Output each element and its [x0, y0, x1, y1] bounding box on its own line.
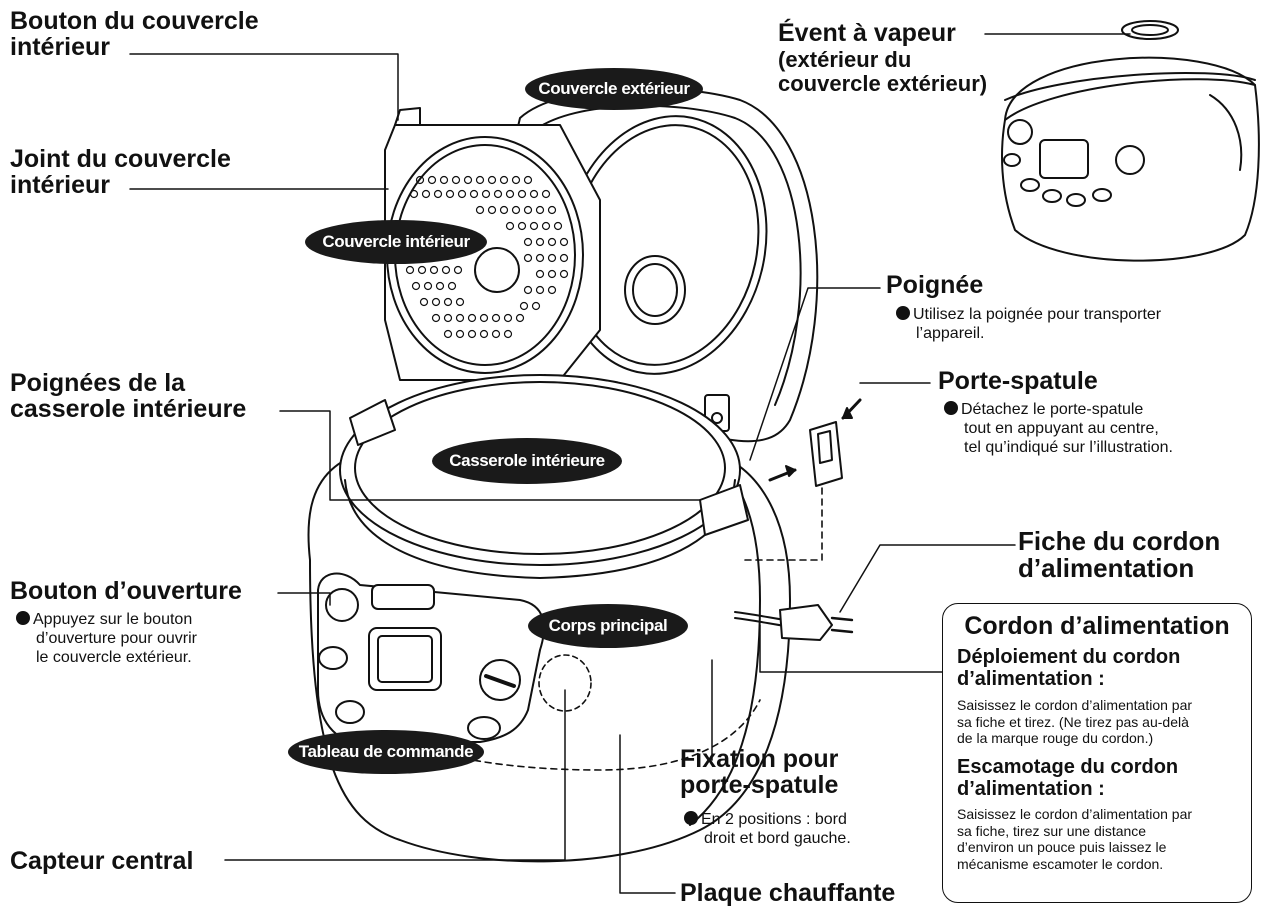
badge-main-body: Corps principal	[528, 604, 688, 648]
label-steam-vent: Évent à vapeur (extérieur du couvercle e…	[778, 20, 987, 96]
badge-inner-pan: Casserole intérieure	[432, 438, 622, 484]
label-heating-plate: Plaque chauffante	[680, 880, 895, 906]
bullet-icon	[684, 811, 698, 825]
power-cord-retract-text-line4: mécanisme escamoter le cordon.	[957, 856, 1243, 873]
power-cord-retract-heading-line2: d’alimentation :	[957, 778, 1178, 800]
note-spatula-holder-attachment-text1: En 2 positions : bord	[701, 811, 847, 828]
label-open-button: Bouton d’ouverture	[10, 578, 242, 604]
note-spatula-holder-attachment: En 2 positions : bord droit et bord gauc…	[684, 810, 851, 848]
note-spatula-holder-line3: tel qu’indiqué sur l’illustration.	[944, 438, 1254, 457]
note-spatula-holder-text1: Détachez le porte-spatule	[961, 401, 1143, 418]
note-handle-line1: Utilisez la poignée pour transporter	[896, 305, 1161, 324]
note-handle-text1: Utilisez la poignée pour transporter	[913, 306, 1161, 323]
label-spatula-holder-attachment-line1: Fixation pour	[680, 746, 838, 772]
note-open-button-text1: Appuyez sur le bouton	[33, 611, 192, 628]
label-center-sensor: Capteur central	[10, 848, 193, 874]
label-inner-pan-handles: Poignées de la casserole intérieure	[10, 370, 246, 423]
note-spatula-holder-attachment-line2: droit et bord gauche.	[684, 829, 851, 848]
power-cord-extend-text-line1: Saisissez le cordon d’alimentation par	[957, 697, 1243, 714]
label-steam-vent-line3: couvercle extérieur)	[778, 72, 987, 96]
bullet-icon	[944, 401, 958, 415]
power-cord-extend-text-line3: de la marque rouge du cordon.)	[957, 730, 1243, 747]
bullet-icon	[896, 306, 910, 320]
power-cord-retract-text-line1: Saisissez le cordon d’alimentation par	[957, 806, 1243, 823]
label-spatula-holder-attachment: Fixation pour porte-spatule	[680, 746, 838, 799]
bullet-icon	[16, 611, 30, 625]
label-inner-lid-gasket-line2: intérieur	[10, 172, 231, 198]
power-cord-retract-text: Saisissez le cordon d’alimentation par s…	[957, 806, 1243, 872]
label-spatula-holder-attachment-line2: porte-spatule	[680, 772, 838, 798]
small-cooker-drawing	[1002, 21, 1259, 261]
label-spatula-holder: Porte-spatule	[938, 368, 1098, 394]
label-inner-pan-handles-line1: Poignées de la	[10, 370, 246, 396]
power-cord-retract-text-line2: sa fiche, tirez sur une distance	[957, 823, 1243, 840]
power-cord-extend-text: Saisissez le cordon d’alimentation par s…	[957, 697, 1243, 747]
label-steam-vent-line1: Évent à vapeur	[778, 20, 987, 48]
badge-control-panel: Tableau de commande	[288, 730, 484, 774]
note-spatula-holder: Détachez le porte-spatule tout en appuya…	[944, 400, 1254, 458]
power-cord-extend-heading-line1: Déploiement du cordon	[957, 646, 1180, 668]
label-power-plug-line2: d’alimentation	[1018, 555, 1220, 582]
label-power-plug: Fiche du cordon d’alimentation	[1018, 528, 1220, 583]
power-cord-extend-text-line2: sa fiche et tirez. (Ne tirez pas au-delà	[957, 714, 1243, 731]
note-open-button-line2: d’ouverture pour ouvrir	[16, 629, 281, 648]
label-inner-pan-handles-line2: casserole intérieure	[10, 396, 246, 422]
badge-outer-lid: Couvercle extérieur	[525, 68, 703, 110]
label-steam-vent-line2: (extérieur du	[778, 48, 987, 72]
label-power-plug-line1: Fiche du cordon	[1018, 528, 1220, 555]
note-handle: Utilisez la poignée pour transporter l’a…	[896, 305, 1161, 343]
label-inner-lid-button: Bouton du couvercle intérieur	[10, 8, 259, 61]
label-inner-lid-gasket-line1: Joint du couvercle	[10, 146, 231, 172]
power-cord-extend-heading: Déploiement du cordon d’alimentation :	[957, 646, 1180, 690]
power-cord-extend-heading-line2: d’alimentation :	[957, 668, 1180, 690]
label-inner-lid-gasket: Joint du couvercle intérieur	[10, 146, 231, 199]
badge-inner-lid: Couvercle intérieur	[305, 220, 487, 264]
note-spatula-holder-attachment-line1: En 2 positions : bord	[684, 810, 851, 829]
power-cord-retract-heading: Escamotage du cordon d’alimentation :	[957, 756, 1178, 800]
power-cord-info-box: Cordon d’alimentation Déploiement du cor…	[942, 603, 1252, 903]
note-handle-line2: l’appareil.	[896, 324, 1161, 343]
power-cord-retract-heading-line1: Escamotage du cordon	[957, 756, 1178, 778]
note-open-button: Appuyez sur le bouton d’ouverture pour o…	[16, 610, 281, 668]
power-cord-retract-text-line3: d’environ un pouce puis laissez le	[957, 839, 1243, 856]
note-open-button-line1: Appuyez sur le bouton	[16, 610, 281, 629]
label-inner-lid-button-line1: Bouton du couvercle	[10, 8, 259, 34]
note-spatula-holder-line1: Détachez le porte-spatule	[944, 400, 1254, 419]
note-spatula-holder-line2: tout en appuyant au centre,	[944, 419, 1254, 438]
note-open-button-line3: le couvercle extérieur.	[16, 648, 281, 667]
label-inner-lid-button-line2: intérieur	[10, 34, 259, 60]
power-cord-box-title: Cordon d’alimentation	[943, 612, 1251, 641]
label-handle: Poignée	[886, 272, 983, 298]
